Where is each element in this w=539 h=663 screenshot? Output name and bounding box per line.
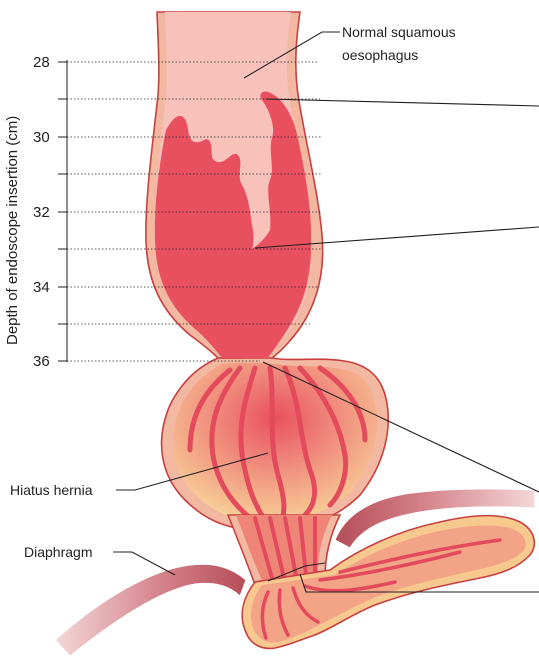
tick-label-34: 34	[33, 279, 50, 296]
depth-axis: 28 30 32 34 36 Depth of endoscope insert…	[4, 54, 67, 370]
label-normal-squamous-line1: Normal squamous	[342, 24, 456, 40]
label-hiatus-hernia: Hiatus hernia	[10, 482, 93, 498]
tick-label-32: 32	[33, 204, 50, 221]
leader-squamocolumnar-junction	[266, 99, 539, 106]
label-normal-squamous-line2: oesophagus	[342, 47, 418, 63]
oesophagus	[146, 12, 323, 358]
hiatus-hernia-sac	[162, 357, 389, 530]
label-diaphragm: Diaphragm	[24, 544, 92, 560]
axis-title: Depth of endoscope insertion (cm)	[4, 116, 21, 345]
tick-label-30: 30	[33, 129, 50, 146]
diaphragm-left-crus	[55, 564, 246, 656]
tick-label-28: 28	[33, 54, 50, 71]
tick-label-36: 36	[33, 353, 50, 370]
